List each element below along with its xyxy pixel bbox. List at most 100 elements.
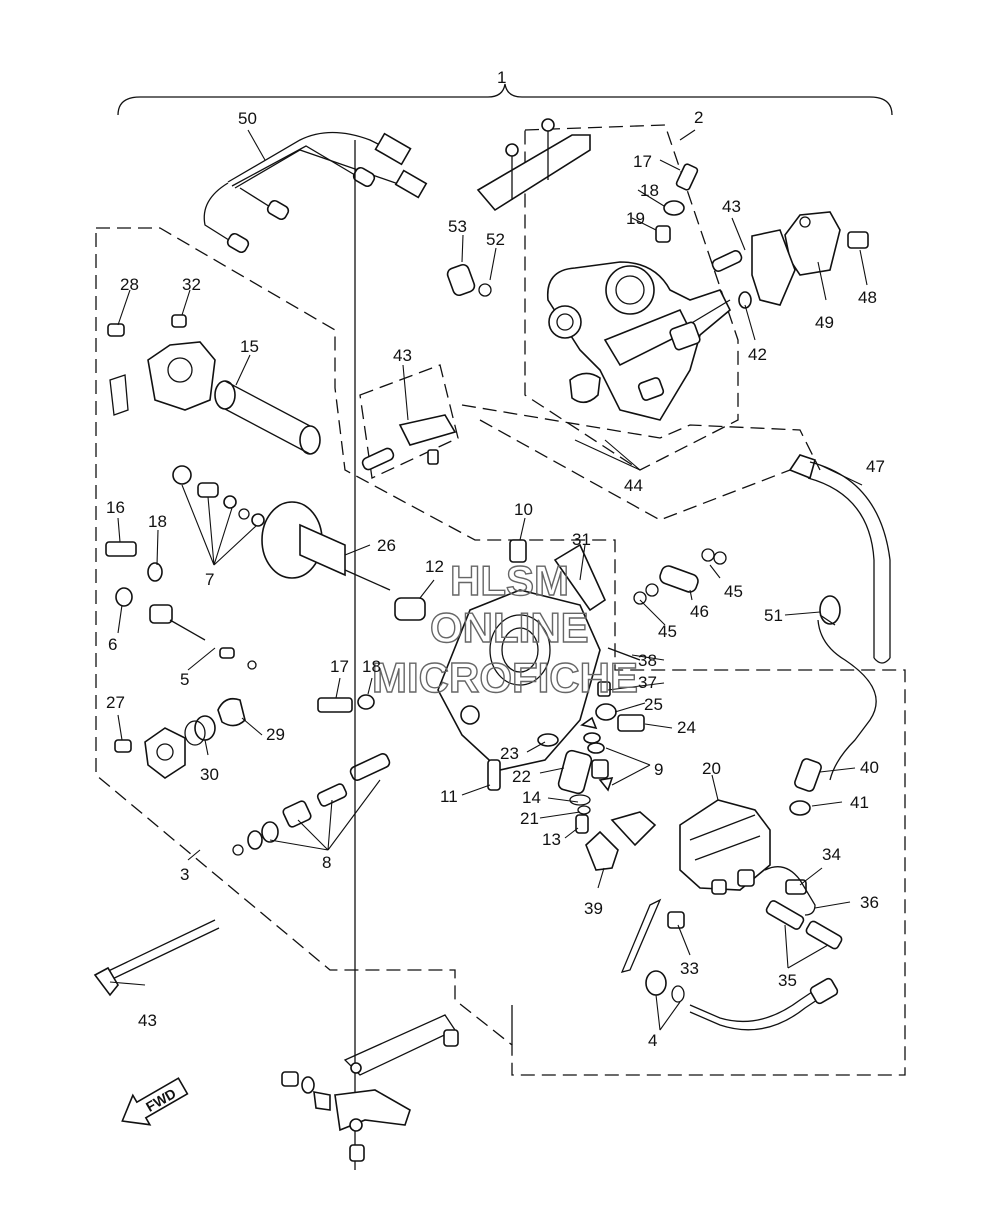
part-33-bracket [620, 898, 685, 973]
callout-35: 35 [778, 971, 797, 990]
hose-47 [788, 454, 891, 664]
part-34-36 [764, 866, 816, 916]
callout-24: 24 [677, 718, 696, 737]
callout-26: 26 [377, 536, 396, 555]
callout-21: 21 [520, 809, 539, 828]
callout-23: 23 [500, 744, 519, 763]
callout-39: 39 [584, 899, 603, 918]
callout-33: 33 [680, 959, 699, 978]
callout-19: 19 [626, 209, 645, 228]
part-39 [585, 811, 657, 871]
watermark-line-2: ONLINE [430, 604, 589, 651]
callout-52: 52 [486, 230, 505, 249]
callout-40: 40 [860, 758, 879, 777]
callout-11: 11 [440, 787, 458, 806]
callout-3: 3 [180, 865, 189, 884]
callout-12: 12 [425, 557, 444, 576]
part-26-diaphragm [261, 501, 391, 591]
part-7-parts [172, 465, 265, 527]
callout-15: 15 [240, 337, 259, 356]
callout-50: 50 [238, 109, 257, 128]
callout-8: 8 [322, 853, 331, 872]
part-8-parts [232, 753, 391, 856]
callout-38: 38 [638, 651, 657, 670]
part-28-32-cover [107, 314, 216, 416]
part-18-middle [357, 694, 375, 710]
part-20-housing [679, 799, 771, 895]
part-17-top [675, 163, 699, 191]
carburetor-body [394, 539, 607, 771]
part-6 [115, 587, 133, 607]
callout-36: 36 [860, 893, 879, 912]
callout-43-middle: 43 [393, 346, 412, 365]
part-25-24 [580, 703, 645, 732]
callout-43-bottom: 43 [138, 1011, 157, 1030]
part-35-bolts [765, 900, 843, 950]
part-43-top [711, 229, 796, 309]
assembly-brace [117, 83, 893, 116]
callout-17-top: 17 [633, 152, 652, 171]
callout-22: 22 [512, 767, 531, 786]
part-30-spring [184, 715, 216, 746]
callout-16: 16 [106, 498, 125, 517]
part-18-left [147, 562, 163, 582]
callout-31: 31 [572, 530, 591, 549]
part-43-rod [93, 919, 220, 997]
callout-18-left: 18 [148, 512, 167, 531]
callout-47: 47 [866, 457, 885, 476]
bottom-bracket [281, 140, 513, 1170]
group-outline-44-link [461, 404, 821, 471]
group-outline-43 [359, 364, 459, 479]
part-52-53 [446, 263, 492, 297]
part-18-top [663, 200, 685, 216]
part-22-23-21-13-14 [537, 733, 593, 834]
callout-51: 51 [764, 606, 783, 625]
part-4-cable [645, 970, 839, 1031]
part-16 [105, 541, 137, 557]
callout-41: 41 [850, 793, 869, 812]
group-outline-51-link [479, 419, 791, 521]
part-17-left [317, 697, 353, 713]
callout-2: 2 [694, 108, 703, 127]
callout-45-right: 45 [724, 582, 743, 601]
callout-5: 5 [180, 670, 189, 689]
leader-lines [109, 129, 868, 1031]
part-43-middle [361, 414, 457, 471]
wire-harness [203, 131, 428, 254]
callout-28: 28 [120, 275, 139, 294]
callout-6: 6 [108, 635, 117, 654]
callout-44: 44 [624, 476, 643, 495]
part-46-45 [633, 548, 727, 605]
callout-14: 14 [522, 788, 541, 807]
callout-27: 27 [106, 693, 125, 712]
callout-20: 20 [702, 759, 721, 778]
part-15-spring [214, 380, 321, 455]
part-37-38 [597, 647, 641, 697]
watermark-line-3: MICROFICHE [372, 654, 638, 701]
callout-49: 49 [815, 313, 834, 332]
group-outline-throttle [524, 124, 739, 471]
callout-29: 29 [266, 725, 285, 744]
callout-10: 10 [514, 500, 533, 519]
callout-17-left: 17 [330, 657, 349, 676]
callout-30: 30 [200, 765, 219, 784]
callout-53: 53 [448, 217, 467, 236]
callout-1: 1 [497, 68, 506, 87]
callout-4: 4 [648, 1031, 657, 1050]
part-19 [655, 225, 671, 243]
part-40-41 [789, 758, 822, 816]
callout-46: 46 [690, 602, 709, 621]
callout-45-left: 45 [658, 622, 677, 641]
part-11 [487, 759, 501, 791]
callout-18-top: 18 [640, 181, 659, 200]
part-9-parts [583, 732, 614, 792]
part-49 [784, 211, 869, 276]
callout-13: 13 [542, 830, 561, 849]
group-outline-main [95, 227, 906, 1076]
callout-labels: 1 2 3 4 5 6 7 8 9 10 11 12 13 14 15 16 1… [106, 68, 885, 1050]
fwd-arrow-icon: FWD [121, 1077, 189, 1126]
throttle-body [476, 118, 731, 421]
callout-48: 48 [858, 288, 877, 307]
part-27-cover [114, 727, 186, 779]
